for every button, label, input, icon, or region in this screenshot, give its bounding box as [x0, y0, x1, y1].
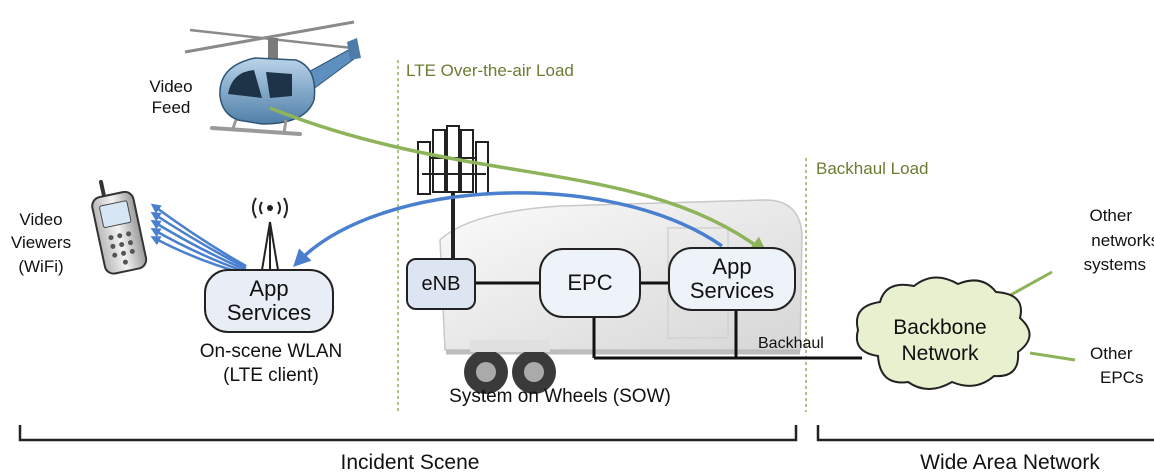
other-epc-line2: EPCs: [1100, 367, 1144, 387]
wlan-app-services-node: App Services: [204, 269, 334, 333]
region-brackets: [18, 425, 1154, 442]
sow-app-services-node: App Services: [668, 247, 796, 311]
other-epc-line1: Other: [1090, 344, 1133, 363]
video-feed-line2: Feed: [151, 98, 191, 118]
viewers-line2: Viewers: [10, 233, 72, 253]
enb-label: eNB: [421, 273, 461, 295]
incident-scene-label: Incident Scene: [340, 451, 480, 474]
backbone-label-line1: Backbone: [893, 316, 987, 339]
backbone-label-line2: Network: [901, 342, 979, 366]
wlan-app-label-line1: App: [249, 275, 289, 301]
wide-area-network-label: Wide Area Network: [920, 451, 1100, 474]
sow-app-label-line1: App: [712, 253, 752, 279]
mobile-phone-icon: [91, 180, 148, 275]
cloud-icon: [856, 276, 1031, 390]
wifi-antenna-icon: [252, 197, 288, 271]
backhaul-load-label: Backhaul Load: [816, 159, 929, 178]
video-viewers-label: Video Viewers (WiFi): [0, 208, 82, 278]
sow-app-label-line2: Services: [689, 278, 775, 303]
wifi-fanout-arrows: [150, 203, 247, 276]
video-feed-label: Video Feed: [136, 76, 206, 119]
on-scene-wlan-label: On-scene WLAN (LTE client): [176, 340, 366, 388]
other-epcs-label: Other EPCs: [1090, 342, 1154, 390]
wired-links: [474, 281, 862, 360]
epc-label: EPC: [567, 269, 613, 295]
wlan-app-label-line2: Services: [226, 300, 312, 325]
ota-load-label: LTE Over-the-air Load: [406, 61, 574, 80]
other-net-line1: Other: [1089, 206, 1132, 225]
wlan-line2: (LTE client): [223, 364, 319, 386]
wlan-line1: On-scene WLAN: [199, 341, 343, 362]
video-feed-line1: Video: [149, 77, 193, 96]
backbone-network-label: Backbone Network: [878, 315, 1002, 368]
viewers-line3: (WiFi): [18, 256, 64, 276]
enb-node: eNB: [406, 258, 476, 310]
other-net-line3: systems: [1083, 255, 1146, 275]
sow-label: System on Wheels (SOW): [449, 386, 671, 407]
backhaul-link-label: Backhaul: [758, 335, 824, 352]
viewers-line1: Video: [19, 210, 63, 229]
epc-node: EPC: [539, 248, 641, 318]
video-feed-flow-arrow: [269, 106, 768, 255]
helicopter-icon: [184, 20, 361, 136]
video-distribution-flow-arrow: [293, 191, 723, 268]
